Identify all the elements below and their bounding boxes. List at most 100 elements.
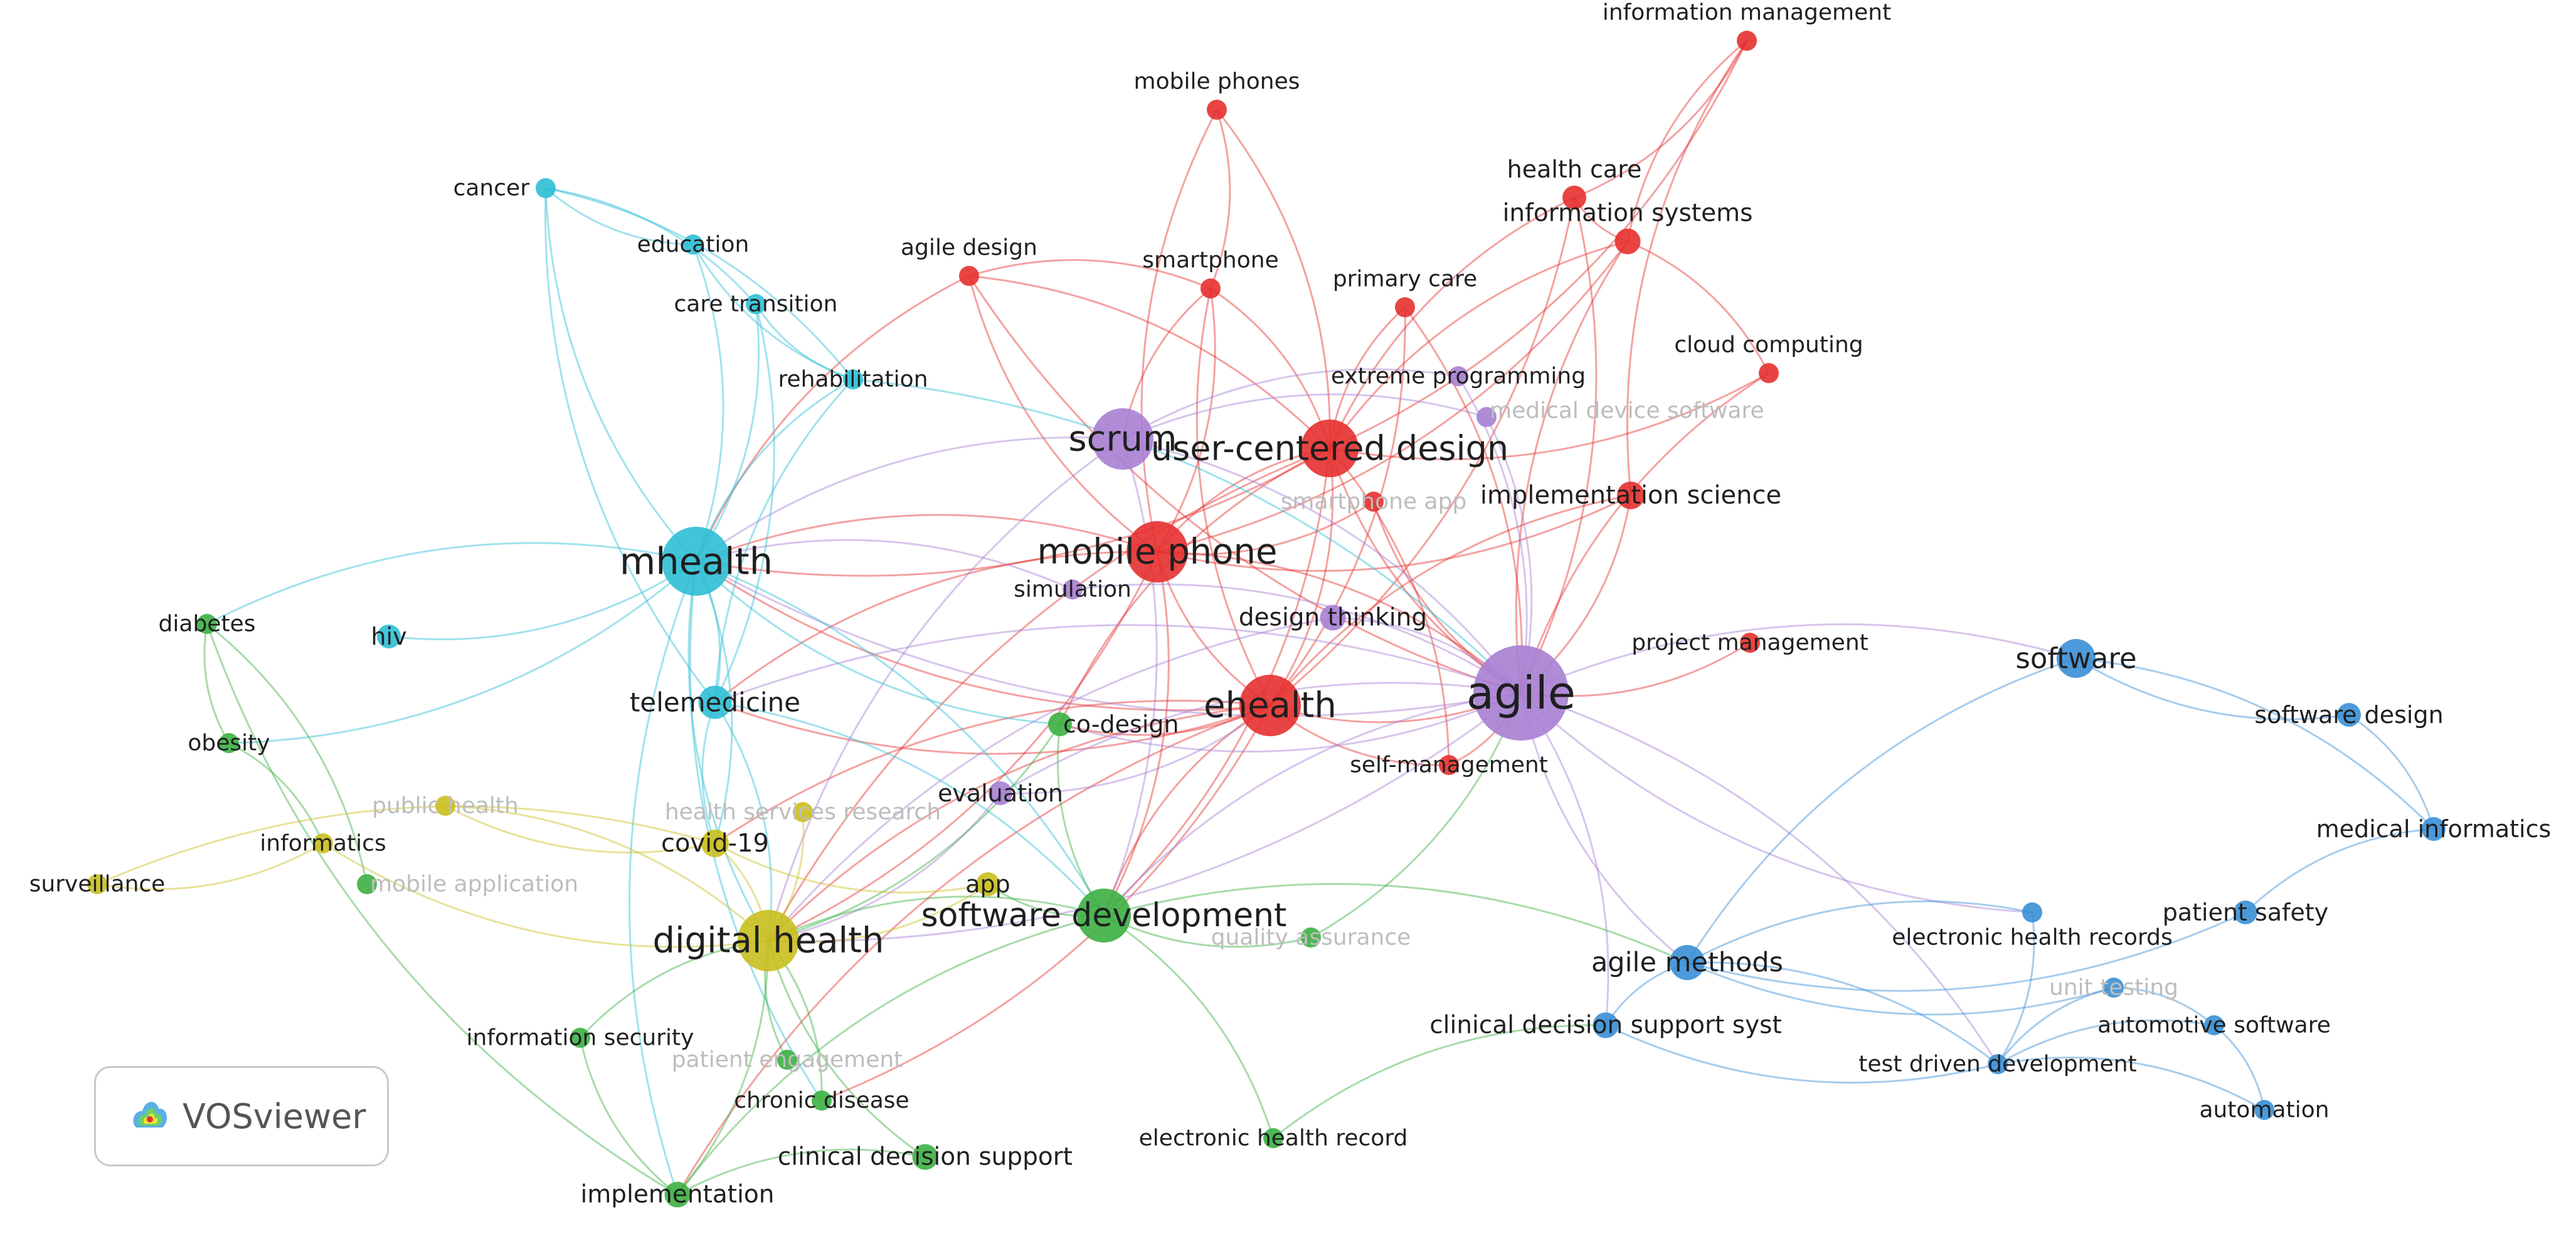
node-simulation[interactable] (1063, 579, 1083, 599)
node-health-services-research[interactable] (793, 802, 813, 822)
label-evaluation: evaluation (938, 779, 1063, 807)
link-diabetes--mobile-application (206, 623, 368, 885)
node-information-systems[interactable] (1614, 228, 1641, 255)
link-agile--software (1520, 623, 2077, 694)
node-medical-informatics[interactable] (2422, 817, 2446, 841)
node-informatics[interactable] (313, 833, 333, 853)
node-mobile-phones[interactable] (1207, 100, 1227, 120)
link-evaluation--ehealth (1000, 704, 1271, 795)
link-information-security--implementation (579, 1037, 678, 1196)
link-rehabilitation--telemedicine (714, 378, 854, 703)
node-surveillance[interactable] (87, 874, 107, 894)
node-design-thinking[interactable] (1320, 605, 1346, 631)
node-extreme-programming[interactable] (1448, 366, 1468, 386)
link-health-care--user-centered-design (1328, 196, 1575, 449)
label-telemedicine: telemedicine (630, 687, 800, 718)
node-medical-device-software[interactable] (1476, 407, 1497, 427)
link-implementation-science--ehealth (1269, 494, 1631, 706)
label-medical-device-software: medical device software (1490, 398, 1764, 424)
node-diabetes[interactable] (197, 614, 217, 634)
link-public-health--covid-19 (445, 805, 716, 853)
link-surveillance--informatics (97, 842, 324, 890)
link-cancer--rehabilitation (545, 187, 854, 380)
node-automotive-software[interactable] (2204, 1015, 2224, 1035)
label-electronic-health-records: electronic health records (1892, 925, 2172, 951)
node-education[interactable] (683, 235, 703, 255)
node-covid-19[interactable] (701, 830, 729, 857)
node-agile-methods[interactable] (1670, 945, 1705, 980)
node-user-centered-design[interactable] (1301, 420, 1359, 477)
link-rehabilitation--agile (852, 378, 1522, 694)
node-test-driven-development[interactable] (1988, 1054, 2008, 1074)
node-mhealth[interactable] (662, 527, 731, 596)
link-mhealth--hiv (388, 560, 697, 640)
node-software-design[interactable] (2337, 703, 2361, 727)
node-chronic-disease[interactable] (812, 1090, 832, 1111)
node-clinical-decision-support[interactable] (912, 1144, 938, 1170)
link-telemedicine--software-development (714, 701, 1105, 916)
link-mobile-phones--mobile-phone (1140, 109, 1218, 552)
node-quality-assurance[interactable] (1301, 927, 1321, 948)
node-evaluation[interactable] (989, 781, 1012, 805)
label-mobile-application: mobile application (370, 872, 578, 897)
node-mobile-application[interactable] (357, 874, 377, 894)
link-diabetes--implementation (206, 623, 678, 1196)
link-ehealth--digital-health (767, 704, 1271, 942)
node-public-health[interactable] (435, 796, 455, 816)
node-project-management[interactable] (1740, 633, 1760, 653)
label-software: software (2015, 642, 2136, 675)
node-electronic-health-record[interactable] (1263, 1128, 1283, 1148)
node-scrum[interactable] (1092, 408, 1153, 470)
label-test-driven-development: test driven development (1858, 1052, 2136, 1077)
node-hiv[interactable] (377, 625, 401, 648)
node-patient-safety[interactable] (2234, 900, 2257, 924)
link-software-design--medical-informatics (2348, 714, 2435, 830)
node-ehealth[interactable] (1239, 675, 1301, 736)
node-software[interactable] (2057, 639, 2096, 678)
link-education--mhealth (692, 244, 724, 562)
node-smartphone-app[interactable] (1364, 492, 1384, 512)
node-self-management[interactable] (1439, 755, 1459, 775)
node-health-care[interactable] (1562, 186, 1586, 209)
label-public-health: public health (372, 793, 519, 819)
node-implementation[interactable] (664, 1181, 691, 1208)
link-mobile-phone--software-development (1103, 551, 1170, 916)
node-information-security[interactable] (570, 1028, 590, 1048)
node-smartphone[interactable] (1201, 278, 1221, 298)
node-telemedicine[interactable] (698, 685, 732, 719)
node-information-management[interactable] (1737, 31, 1757, 51)
link-evaluation--digital-health (768, 793, 1002, 942)
node-cancer[interactable] (536, 178, 556, 198)
node-automation[interactable] (2254, 1100, 2274, 1120)
node-care-transition[interactable] (746, 294, 766, 314)
link-care-transition--telemedicine (714, 304, 775, 703)
link-automotive-software--automation (2213, 1024, 2266, 1111)
node-obesity[interactable] (219, 733, 239, 753)
label-unit-testing: unit testing (2049, 975, 2178, 1001)
link-mobile-phones--user-centered-design (1216, 109, 1331, 449)
node-electronic-health-records[interactable] (2022, 902, 2042, 922)
link-medical-device-software--scrum (1122, 393, 1487, 440)
link-smartphone-app--mobile-phone (1157, 500, 1374, 556)
node-rehabilitation[interactable] (843, 369, 863, 389)
node-implementation-science[interactable] (1617, 482, 1645, 509)
node-agile-design[interactable] (959, 266, 979, 286)
label-implementation: implementation (580, 1181, 774, 1209)
node-co-design[interactable] (1048, 712, 1072, 736)
link-diabetes--obesity (203, 623, 230, 744)
node-primary-care[interactable] (1395, 297, 1415, 317)
node-digital-health[interactable] (738, 910, 799, 971)
node-unit-testing[interactable] (2104, 978, 2124, 998)
node-mobile-phone[interactable] (1126, 521, 1188, 583)
node-software-development[interactable] (1077, 889, 1131, 943)
node-cloud-computing[interactable] (1759, 363, 1779, 383)
label-automotive-software: automotive software (2097, 1013, 2331, 1038)
link-software-development--electronic-health-record (1103, 914, 1275, 1139)
link-information-systems--agile (1515, 241, 1629, 694)
node-patient-engagement[interactable] (777, 1050, 797, 1070)
label-co-design: co-design (1063, 710, 1179, 738)
link-informatics--digital-health (322, 842, 769, 948)
node-clinical-decision-support-syst[interactable] (1593, 1012, 1619, 1038)
node-app[interactable] (976, 872, 1000, 896)
node-agile[interactable] (1473, 645, 1569, 741)
